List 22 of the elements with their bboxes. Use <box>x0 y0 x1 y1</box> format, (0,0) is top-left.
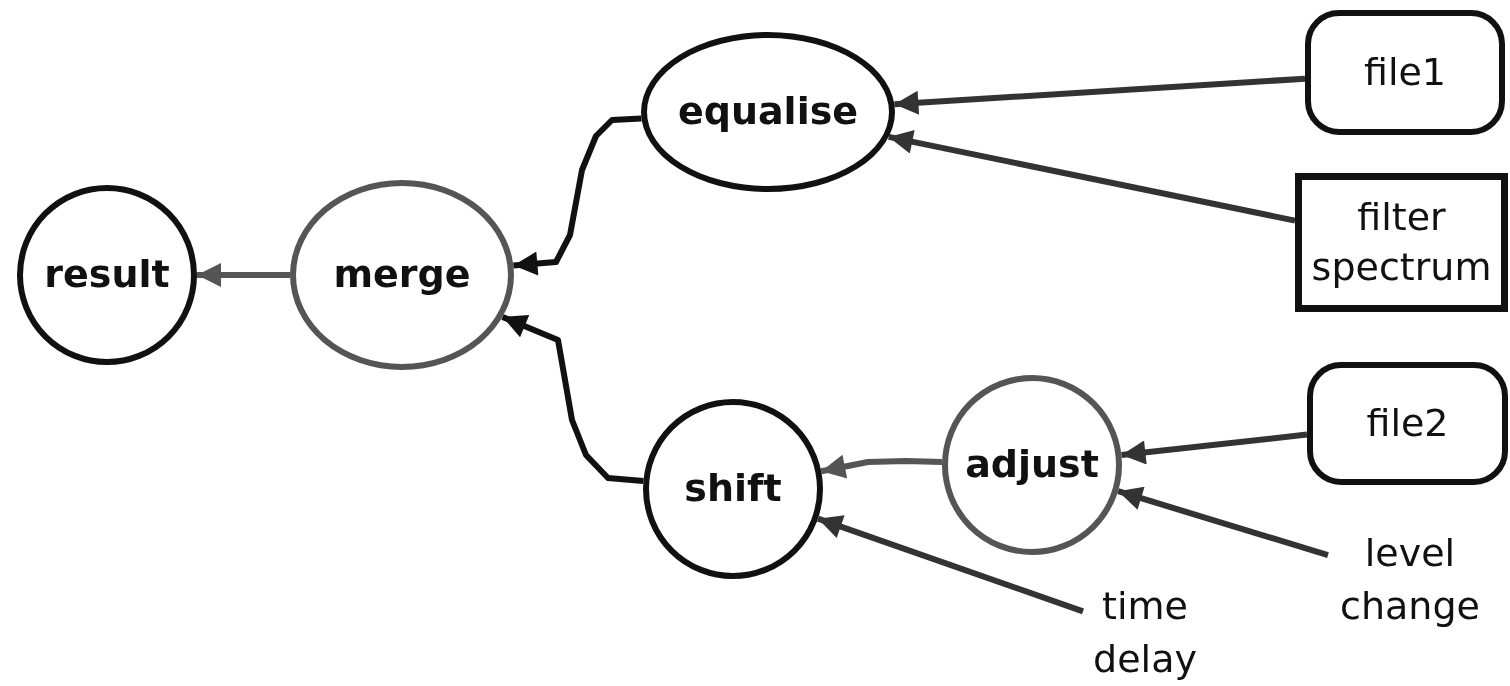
node-label: result <box>43 251 171 299</box>
arrow <box>888 130 1296 224</box>
node-label: filter spectrum <box>1310 194 1493 291</box>
rounded-box <box>1307 362 1508 485</box>
arrow <box>817 515 1084 615</box>
arrow <box>513 115 642 276</box>
arrow <box>501 314 644 485</box>
rounded-box <box>1305 10 1505 135</box>
arrow <box>894 75 1306 115</box>
node-label: shift <box>683 465 783 513</box>
node-label: file1 <box>1362 48 1448 96</box>
text-label: time delay <box>1075 580 1215 686</box>
node-label: equalise <box>676 88 860 136</box>
arrow <box>1121 431 1308 465</box>
arrow <box>1117 486 1329 558</box>
node-label: merge <box>332 251 472 299</box>
arrow <box>820 454 943 479</box>
arrow <box>197 263 290 287</box>
node-label: file2 <box>1365 399 1450 447</box>
text-label: level change <box>1320 525 1500 635</box>
rectangle-box <box>1295 173 1508 312</box>
node-label: adjust <box>964 441 1100 489</box>
